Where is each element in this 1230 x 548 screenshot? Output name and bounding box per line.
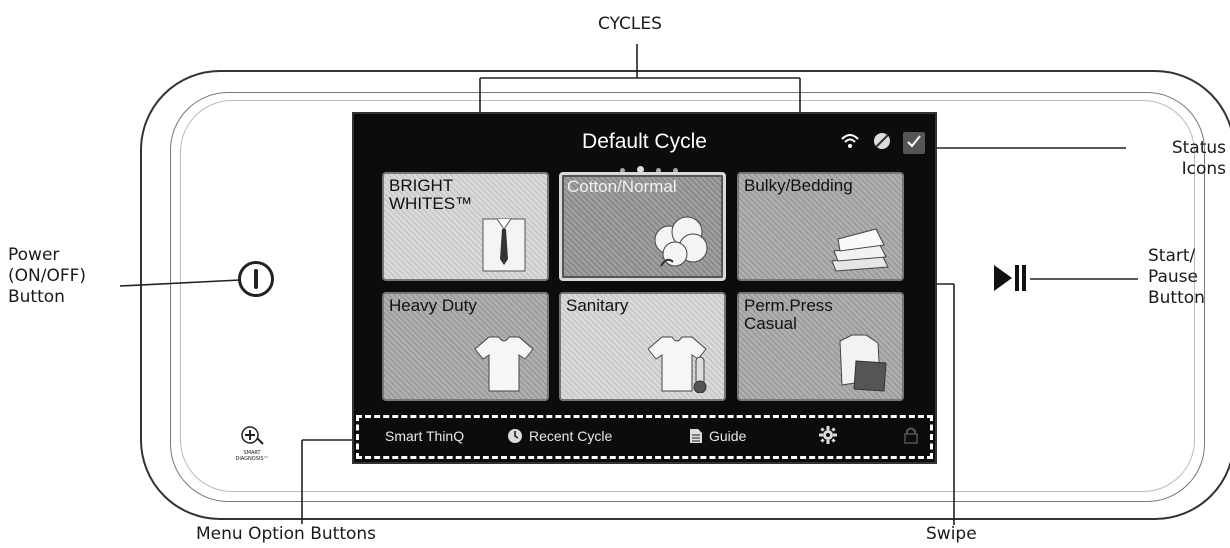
clock-icon [508, 429, 522, 443]
control-panel-face [180, 100, 1195, 492]
page-dot [656, 168, 661, 173]
start-pause-button[interactable] [992, 263, 1028, 293]
document-icon [690, 429, 702, 443]
smart-diagnosis-icon [241, 426, 264, 445]
bedding-icon [831, 228, 889, 272]
tshirt-thermometer-icon [648, 336, 707, 393]
wifi-icon [839, 132, 861, 154]
lock-button[interactable] [903, 426, 919, 444]
callout-cycles: CYCLES [598, 14, 662, 34]
check-icon [903, 132, 925, 154]
control-panel-bezel [170, 92, 1205, 502]
callout-swipe: Swipe [926, 524, 977, 544]
shirt-tie-icon [482, 218, 526, 272]
cycle-perm-press-casual[interactable]: Perm.Press Casual [737, 292, 904, 401]
cycle-sanitary[interactable]: Sanitary [559, 292, 726, 401]
page-dot [620, 168, 625, 173]
guide-button[interactable]: Guide [689, 428, 746, 444]
callout-status-icons: Status Icons [1171, 138, 1226, 179]
cycle-bright-whites[interactable]: BRIGHT WHITES™ [382, 172, 549, 281]
menu-option-bar: Smart ThinQ Recent Cycle Guide [356, 415, 933, 459]
settings-button[interactable] [819, 426, 837, 444]
tshirt-icon [474, 336, 534, 392]
cycle-bulky-bedding[interactable]: Bulky/Bedding [737, 172, 904, 281]
page-dot [673, 168, 678, 173]
gear-icon [819, 426, 837, 444]
callout-start-pause-button: Start/ Pause Button [1148, 246, 1205, 308]
screen-title: Default Cycle [582, 130, 707, 153]
recent-cycle-button[interactable]: Recent Cycle [507, 428, 612, 444]
smart-diagnosis-logo: SMART DIAGNOSIS™ [232, 424, 272, 462]
cycle-heavy-duty[interactable]: Heavy Duty [382, 292, 549, 401]
touch-screen[interactable]: Default Cycle BRIGHT WHITES™ Cotton/Norm… [352, 112, 937, 464]
lock-icon [904, 427, 918, 444]
page-indicator [614, 158, 684, 173]
cycle-cotton-normal[interactable]: Cotton/Normal [559, 172, 726, 281]
jacket-icon [839, 334, 887, 392]
remote-icon [871, 132, 893, 154]
callout-menu-option-buttons: Menu Option Buttons [196, 524, 377, 544]
cotton-icon [654, 216, 708, 267]
status-icons [839, 130, 925, 156]
callout-power-button: Power (ON/OFF) Button [8, 245, 87, 307]
page-dot-active [637, 166, 644, 173]
smart-thinq-button[interactable]: Smart ThinQ [385, 428, 465, 444]
power-button[interactable] [238, 261, 274, 297]
control-panel-outline [140, 70, 1230, 520]
